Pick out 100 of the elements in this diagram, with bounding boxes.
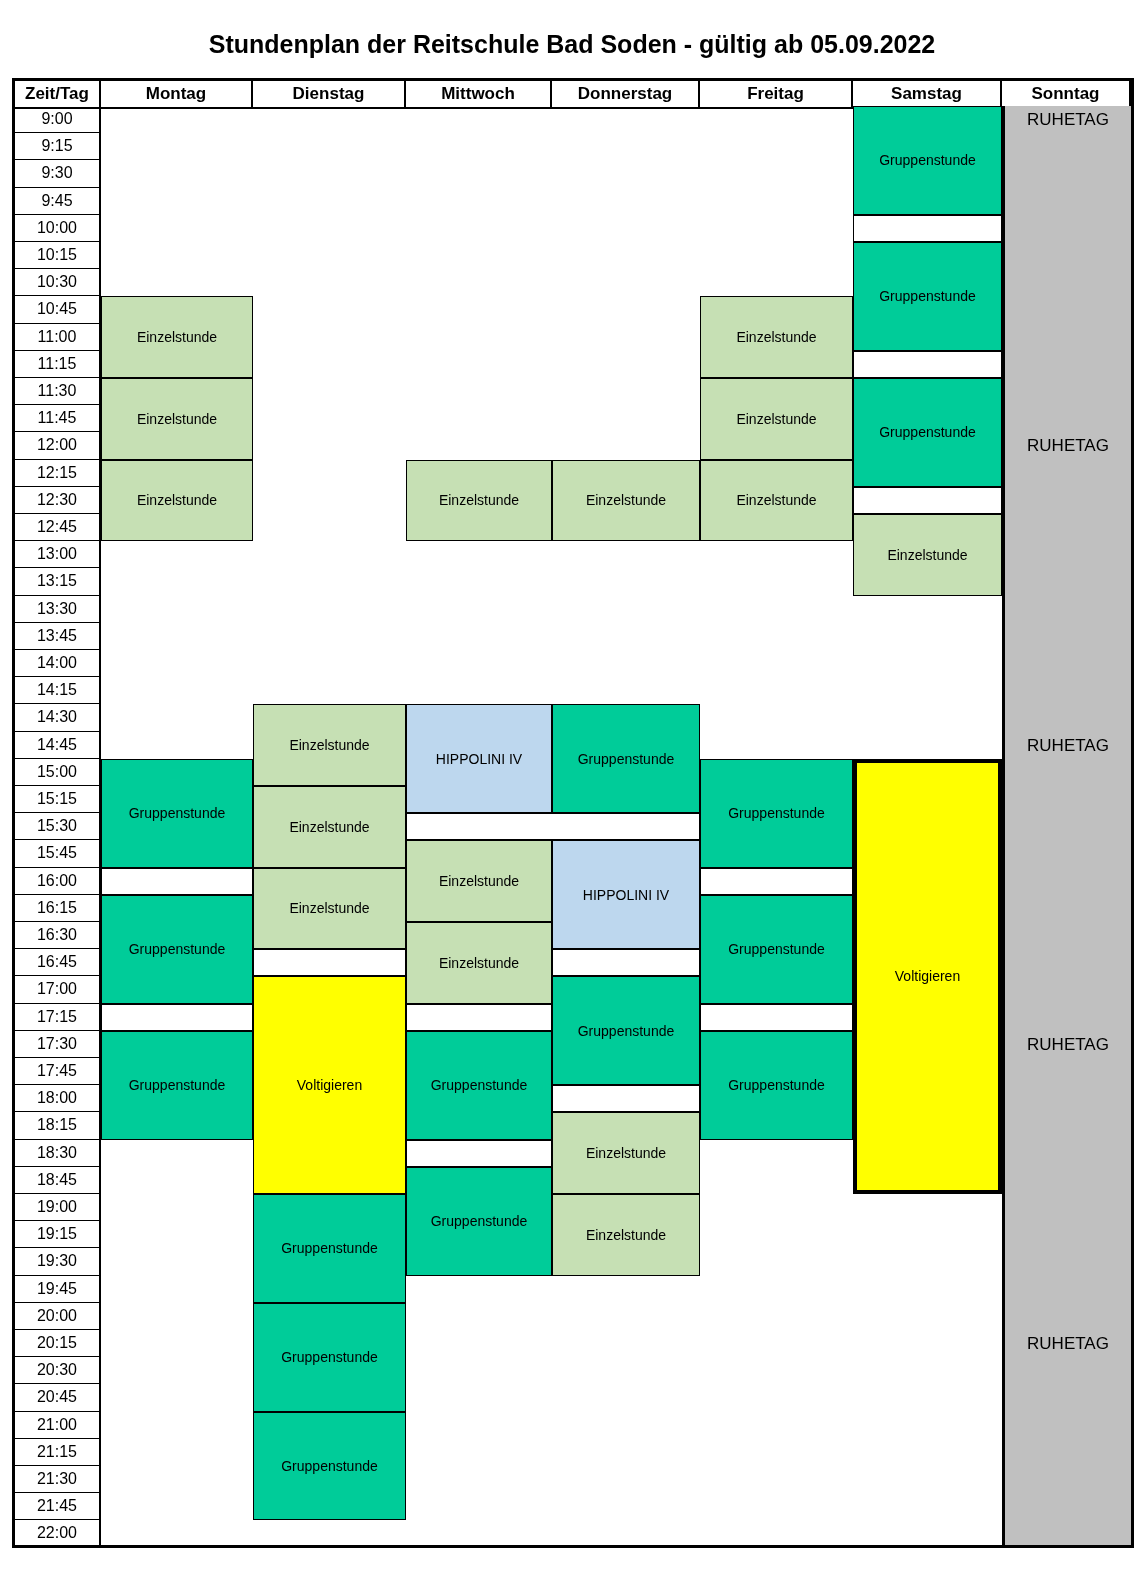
rest-day-label: RUHETAG [1026, 1333, 1110, 1355]
time-cell: 21:45 [15, 1493, 101, 1521]
lesson-label: Gruppenstunde [128, 1077, 226, 1094]
lesson-label: Einzelstunde [136, 329, 218, 346]
lesson-block [253, 786, 406, 868]
time-cell: 14:45 [15, 731, 101, 759]
time-cell: 13:30 [15, 595, 101, 623]
lesson-label: Einzelstunde [289, 900, 370, 917]
lesson-label: Einzelstunde [438, 873, 520, 890]
lesson-label: Gruppenstunde [128, 805, 226, 822]
lesson-block [406, 840, 552, 922]
time-cell: 9:45 [15, 187, 101, 215]
lesson-label: Einzelstunde [736, 410, 817, 427]
time-cell: 19:15 [15, 1221, 101, 1249]
empty-slot [406, 813, 700, 841]
rest-day-label: RUHETAG [1026, 734, 1110, 757]
time-cell: 13:45 [15, 622, 101, 650]
lesson-label: Gruppenstunde [577, 1022, 675, 1039]
lesson-label: Einzelstunde [438, 954, 520, 971]
time-cell: 18:45 [15, 1166, 101, 1194]
lesson-block [253, 976, 406, 1194]
lesson-label: Einzelstunde [585, 1226, 667, 1243]
lesson-block [853, 378, 1002, 487]
lesson-block [853, 106, 1002, 215]
time-cell: 13:15 [15, 568, 101, 596]
lesson-label: Gruppenstunde [879, 152, 976, 169]
time-cell: 20:00 [15, 1302, 101, 1330]
time-cell: 9:00 [15, 106, 101, 134]
empty-slot [101, 1003, 253, 1031]
lesson-label: Einzelstunde [887, 546, 968, 563]
lesson-label: Einzelstunde [289, 737, 370, 754]
lesson-block [101, 459, 253, 542]
empty-slot [406, 1139, 552, 1167]
time-cell: 10:15 [15, 242, 101, 270]
lesson-label: Voltigieren [296, 1077, 363, 1094]
time-cell: 18:30 [15, 1139, 101, 1167]
lesson-block [552, 976, 700, 1086]
lesson-label: HIPPOLINI IV [582, 886, 670, 903]
lesson-block [552, 840, 700, 950]
lesson-block [101, 1030, 253, 1140]
time-cell: 14:30 [15, 704, 101, 732]
lesson-label: Gruppenstunde [281, 1349, 378, 1366]
lesson-label: Gruppenstunde [879, 424, 976, 441]
empty-slot [406, 1003, 552, 1031]
lesson-label: Gruppenstunde [128, 941, 226, 958]
day-header: Montag [101, 81, 253, 109]
day-header: Donnerstag [552, 81, 700, 109]
time-cell: 22:00 [15, 1520, 101, 1548]
time-cell: 20:30 [15, 1357, 101, 1385]
lesson-label: Einzelstunde [136, 410, 218, 427]
rest-day-label: RUHETAG [1026, 109, 1110, 131]
lesson-block [253, 1411, 406, 1521]
lesson-block [853, 242, 1002, 351]
time-cell: 21:00 [15, 1411, 101, 1439]
time-cell: 10:30 [15, 269, 101, 297]
lesson-label: Voltigieren [894, 968, 961, 985]
lesson-label: Gruppenstunde [728, 941, 825, 958]
lesson-label: Einzelstunde [438, 492, 520, 509]
lesson-label: Gruppenstunde [281, 1458, 378, 1474]
lesson-block [406, 1166, 552, 1276]
lesson-label: Gruppenstunde [281, 1240, 378, 1257]
time-cell: 14:00 [15, 650, 101, 678]
empty-slot [700, 867, 853, 895]
time-cell: 13:00 [15, 541, 101, 569]
empty-slot [853, 350, 1002, 378]
time-cell: 19:45 [15, 1275, 101, 1303]
empty-slot [853, 486, 1002, 514]
title: Stundenplan der Reitschule Bad Soden - gültig ab 05.09.2022 [207, 30, 937, 59]
lesson-block [700, 296, 853, 378]
lesson-block [700, 378, 853, 460]
lesson-block [700, 758, 853, 868]
lesson-label: Einzelstunde [136, 492, 218, 509]
empty-slot [253, 949, 406, 977]
lesson-block [253, 1302, 406, 1412]
rest-day-label: RUHETAG [1026, 435, 1110, 458]
time-cell: 9:15 [15, 133, 101, 161]
lesson-label: Gruppenstunde [577, 750, 675, 767]
empty-slot [853, 214, 1002, 242]
lesson-block [101, 378, 253, 460]
time-cell: 20:15 [15, 1330, 101, 1358]
lesson-block [552, 1112, 700, 1194]
time-cell: 9:30 [15, 160, 101, 188]
day-header: Freitag [700, 81, 853, 109]
empty-slot [552, 949, 700, 977]
empty-slot [552, 1085, 700, 1113]
rest-day-label: RUHETAG [1026, 1033, 1110, 1056]
lesson-block [853, 758, 1002, 1194]
empty-slot [700, 1003, 853, 1031]
lesson-block [253, 1194, 406, 1303]
lesson-label: Gruppenstunde [430, 1077, 528, 1094]
lesson-label: Einzelstunde [736, 492, 817, 509]
lesson-block [253, 867, 406, 950]
lesson-label: Gruppenstunde [879, 288, 976, 305]
lesson-block [853, 514, 1002, 596]
lesson-block [253, 704, 406, 786]
lesson-label: Einzelstunde [585, 1145, 667, 1162]
day-header: Mittwoch [406, 81, 552, 109]
lesson-label: Gruppenstunde [430, 1213, 528, 1230]
time-cell: 10:00 [15, 214, 101, 242]
lesson-block [406, 459, 552, 542]
